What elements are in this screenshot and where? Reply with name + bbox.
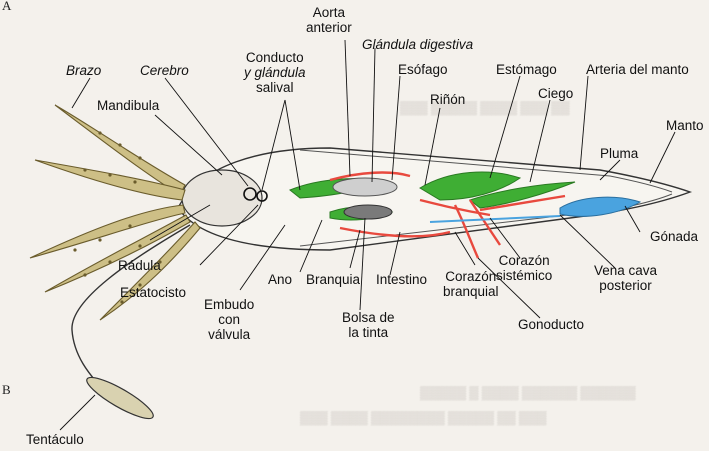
label-gonoducto: Gonoducto <box>518 317 584 332</box>
label-intestino: Intestino <box>376 272 427 287</box>
label-vena-line2: posterior <box>594 278 657 293</box>
label-corazon-sistemico-line1: Corazón <box>496 253 552 268</box>
label-conducto-line3: salival <box>244 80 306 95</box>
label-estomago: Estómago <box>496 62 557 77</box>
label-pluma: Pluma <box>600 146 638 161</box>
label-glandula-digestiva: Glándula digestiva <box>362 37 473 52</box>
label-aorta-anterior: Aorta anterior <box>306 5 352 35</box>
label-bolsa-de-la-tinta: Bolsa de la tinta <box>342 310 395 340</box>
label-gonada: Gónada <box>650 229 698 244</box>
label-corazon-sistemico: Corazón sistémico <box>496 253 552 283</box>
label-vena-cava-posterior: Vena cava posterior <box>594 263 657 293</box>
label-rinon: Riñón <box>430 92 465 107</box>
label-mandibula: Mandibula <box>97 98 159 113</box>
label-conducto-line2: y glándula <box>244 65 306 80</box>
label-aorta-line1: Aorta <box>306 5 352 20</box>
label-arteria-del-manto: Arteria del manto <box>586 62 689 77</box>
label-vena-line1: Vena cava <box>594 263 657 278</box>
label-branquia: Branquia <box>306 272 360 287</box>
head <box>182 170 262 226</box>
label-manto: Manto <box>666 118 704 133</box>
label-esofago: Esófago <box>398 62 448 77</box>
tentacle-club <box>83 371 158 425</box>
label-bolsa-line1: Bolsa de <box>342 310 395 325</box>
label-estatocisto: Estatocisto <box>120 285 186 300</box>
label-brazo: Brazo <box>66 63 101 78</box>
label-tentaculo: Tentáculo <box>26 432 84 447</box>
label-cerebro: Cerebro <box>140 63 189 78</box>
panel-marker-b: B <box>2 382 11 398</box>
label-embudo-con-valvula: Embudo con válvula <box>204 297 254 342</box>
label-corazon-branquial: Corazón branquial <box>443 269 499 299</box>
label-embudo-line3: válvula <box>204 327 254 342</box>
label-bolsa-line2: la tinta <box>342 325 395 340</box>
label-corazon-branquial-line2: branquial <box>443 284 499 299</box>
label-ciego: Ciego <box>538 86 573 101</box>
label-embudo-line2: con <box>204 312 254 327</box>
label-corazon-sistemico-line2: sistémico <box>496 268 552 283</box>
label-ano: Ano <box>268 272 292 287</box>
label-radula: Rádula <box>118 258 161 273</box>
label-embudo-line1: Embudo <box>204 297 254 312</box>
label-conducto-line1: Conducto <box>244 50 306 65</box>
digestive-gland <box>333 178 397 196</box>
panel-marker-a: A <box>2 0 11 14</box>
ink-sac <box>344 205 392 219</box>
label-conducto-glandula-salival: Conducto y glándula salival <box>244 50 306 95</box>
label-aorta-line2: anterior <box>306 20 352 35</box>
label-corazon-branquial-line1: Corazón <box>443 269 499 284</box>
